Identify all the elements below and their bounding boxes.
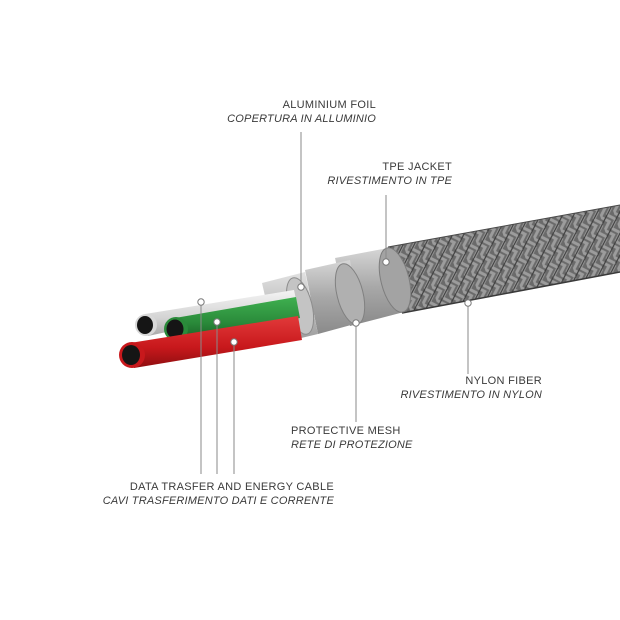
red-wire (119, 316, 302, 368)
leader-dots (197, 258, 472, 346)
label-nylon-fiber: NYLON FIBER RIVESTIMENTO IN NYLON (352, 374, 542, 403)
data-cable-en: DATA TRASFER AND ENERGY CABLE (129, 481, 334, 493)
data-cable-it: CAVI TRASFERIMENTO DATI E CORRENTE (102, 495, 334, 508)
protective-mesh-en: PROTECTIVE MESH (291, 425, 401, 437)
nylon-fiber-it: RIVESTIMENTO IN NYLON (400, 389, 542, 402)
nylon-braid (387, 204, 620, 314)
label-tpe-jacket: TPE JACKET RIVESTIMENTO IN TPE (262, 160, 452, 189)
aluminium-foil-en: ALUMINIUM FOIL (282, 99, 376, 111)
aluminium-foil-it: COPERTURA IN ALLUMINIO (227, 113, 376, 126)
tpe-jacket-en: TPE JACKET (382, 161, 452, 173)
label-data-cable: DATA TRASFER AND ENERGY CABLE CAVI TRASF… (80, 480, 334, 509)
label-aluminium-foil: ALUMINIUM FOIL COPERTURA IN ALLUMINIO (186, 98, 376, 127)
protective-mesh (305, 260, 366, 334)
tpe-jacket-it: RIVESTIMENTO IN TPE (327, 175, 452, 188)
green-wire (164, 297, 300, 341)
leader-lines (200, 132, 469, 474)
protective-mesh-it: RETE DI PROTEZIONE (291, 439, 413, 452)
nylon-fiber-en: NYLON FIBER (465, 375, 542, 387)
label-protective-mesh: PROTECTIVE MESH RETE DI PROTEZIONE (291, 424, 491, 453)
